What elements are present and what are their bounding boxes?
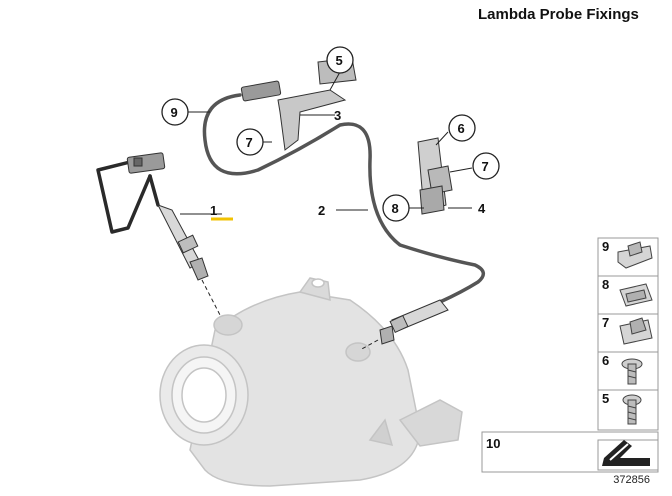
callout-10: 10 [486,436,500,451]
reference-number: 372856 [613,474,650,486]
callout-9: 9 [171,105,178,120]
arrow-box [597,439,659,471]
callout-2: 2 [318,203,325,218]
legend-label-5: 5 [602,391,609,406]
legend-label-9: 9 [602,239,609,254]
callout-5: 5 [336,53,343,68]
legend-clip-7 [619,317,653,345]
legend-label-6: 6 [602,353,609,368]
catalytic-converter [159,277,463,487]
callouts: 1 2 3 4 5 6 7 7 8 9 [161,46,500,222]
lambda-probe-1 [156,204,209,281]
legend-clip-9 [617,241,653,269]
legend-screw-6 [621,358,643,385]
callout-8: 8 [392,201,399,216]
callout-4: 4 [478,201,486,216]
lambda-probe-2-cable [202,93,485,304]
legend-clip-8 [619,283,653,307]
legend-label-8: 8 [602,277,609,292]
bracket-4 [417,137,453,215]
callout-6: 6 [458,121,465,136]
diagram-title: Lambda Probe Fixings [478,6,639,23]
legend-label-7: 7 [602,315,609,330]
callout-7a: 7 [246,135,253,150]
lambda-probe-2 [379,299,449,345]
lambda-probe-1-connector [126,152,166,174]
legend-screw-5 [622,394,642,425]
callout-1: 1 [210,203,217,218]
callout-7b: 7 [482,159,489,174]
parts-legend: 9 8 7 6 5 [597,237,659,431]
callout-3: 3 [334,108,341,123]
lambda-probe-1-cable [96,160,160,234]
